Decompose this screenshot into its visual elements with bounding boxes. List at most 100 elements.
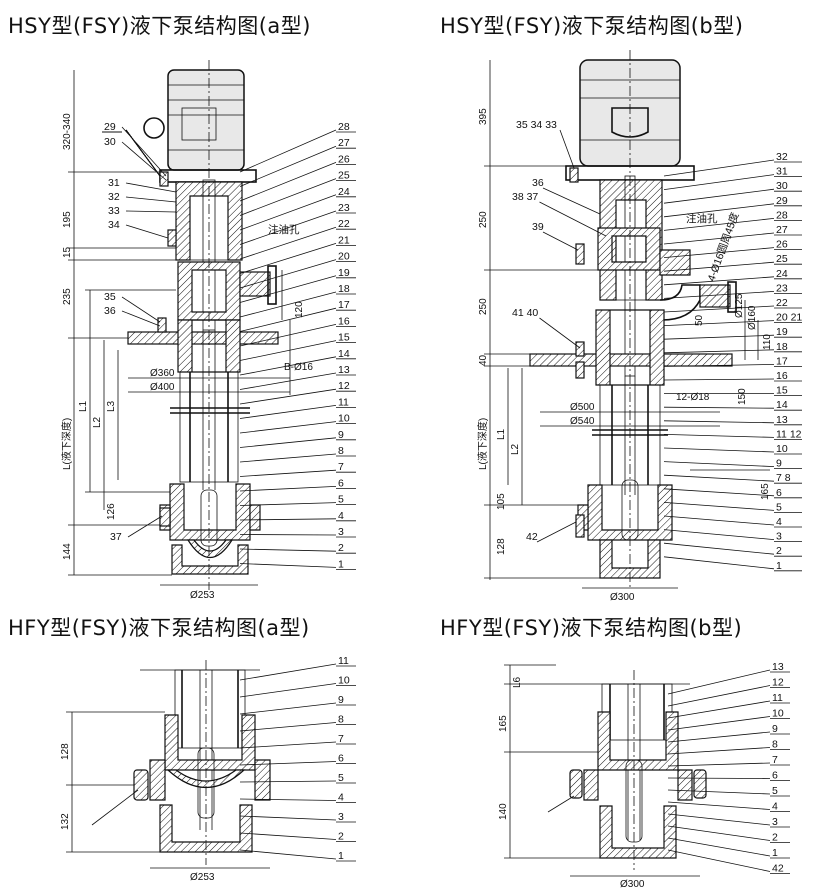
callout-leader-b1-left [559,129,575,169]
part-number-parts_b2-8: 5 [772,785,778,797]
part-number-parts_a1_right-13: 15 [338,332,350,344]
callout-leader [667,685,771,707]
callout-leader-a1-left [125,182,177,193]
dim-b1-L: L(液下深度) [476,418,489,470]
callout-leader [663,556,775,570]
callout-leader [663,542,775,555]
part-number-parts_a1_right-5: 23 [338,202,350,214]
part-number-parts_b1_right-19: 11 12 [776,428,802,440]
callout-leader [239,563,337,568]
dim-b1-300: Ø300 [610,592,635,603]
dim-b1-40: 40 [478,354,489,366]
part-number-parts_a1_right-18: 10 [338,413,350,425]
callout-leader [239,780,337,783]
callout-leader [663,188,775,204]
part-number-parts_b1_right-15: 16 [776,370,788,382]
dim-a1-253: Ø253 [190,590,215,601]
dim-b1-125: Ø125 [734,293,745,318]
callout-leader [663,349,775,354]
part-number-parts_a1_right-8: 20 [338,251,350,263]
part-number-parts_a2-5: 6 [338,753,344,765]
callout-leader-b1-left [542,231,579,251]
part-number-b1-left-1: 36 [532,177,544,189]
lifting-ring-a1 [143,117,165,139]
part-number-a1-left-8: 37 [110,531,122,543]
part-number-parts_b1_right-22: 7 8 [776,472,791,484]
part-number-a1-left-7: 36 [104,305,116,317]
pump-a2-drawing [133,660,271,865]
title-hfy-b: HFY型(FSY)液下泵结构图(b型) [440,616,743,640]
dim-a2-253: Ø253 [190,872,215,883]
callout-leader [667,669,771,695]
part-number-parts_b1_right-17: 14 [776,399,788,411]
part-number-parts_a2-7: 4 [338,792,344,804]
part-number-a1-left-4: 33 [108,205,120,217]
callout-leader-b1-left [542,187,601,215]
part-number-parts_b1_right-4: 28 [776,209,788,221]
part-number-parts_b1_right-18: 13 [776,414,788,426]
part-number-parts_a1_right-1: 27 [338,137,350,149]
callout-leader [239,502,337,506]
callout-leader [239,683,337,698]
callout-leader [667,813,771,826]
dim-a1-126: 126 [106,503,117,520]
dimensions-a2: 128 132 Ø253 [60,711,270,883]
note-oil-hole-b: 注油孔 [686,212,718,225]
part-number-parts_a1_right-7: 21 [338,234,350,246]
part-number-parts_a2-4: 7 [338,733,344,745]
part-number-parts_a1_right-27: 1 [338,558,344,570]
callout-leader [663,305,775,313]
callout-leader [663,261,775,272]
part-number-parts_b1_right-8: 24 [776,268,788,280]
part-number-parts_b1_right-2: 30 [776,180,788,192]
callout-leader [239,849,337,860]
dimensions-a1: 320-340 195 15 235 L(液下深度) 144 L1 L2 L3 … [60,70,313,601]
callout-leader [667,700,771,719]
callout-leader-a1-left [121,126,167,177]
callout-leader [663,203,775,218]
dim-a1-L2: L2 [92,416,103,428]
callout-leader [663,515,775,526]
callout-leader [239,702,337,715]
dim-a1-L3: L3 [106,400,117,412]
callout-leader [663,159,775,177]
dim-a1-195: 195 [62,211,73,228]
callout-leader [239,243,337,274]
part-number-b1-left-2: 38 37 [512,191,538,203]
callout-leader [239,145,337,187]
callout-leader [239,259,337,289]
part-number-a1-left-3: 32 [108,191,120,203]
part-number-parts_a1_right-26: 2 [338,542,344,554]
callout-leader [667,789,771,795]
part-number-parts_a1_right-3: 25 [338,170,350,182]
dim-a1-400: Ø400 [150,382,175,393]
callout-leader [239,307,337,332]
callout-leader [239,832,337,840]
dim-b1-12: 12-Ø18 [676,392,710,403]
part-number-parts_a1_right-12: 16 [338,315,350,327]
dim-a1-120: 120 [294,301,305,318]
part-number-parts_a1_right-14: 14 [338,348,350,360]
callout-leader [239,291,337,318]
callout-leader [663,334,775,340]
callout-leader [239,226,337,260]
callout-leader [663,488,775,497]
callout-leader [663,232,775,245]
dim-a1-b16: B-Ø16 [284,362,313,373]
part-number-parts_a1_right-9: 19 [338,267,350,279]
callout-leader [663,218,775,231]
dim-a2-128: 128 [60,743,71,760]
part-number-b1-left-3: 39 [532,221,544,233]
part-number-parts_a2-8: 3 [338,811,344,823]
callout-leader [239,548,337,552]
title-hfy-a: HFY型(FSY)液下泵结构图(a型) [8,616,310,640]
part-number-parts_b2-10: 3 [772,816,778,828]
part-number-a1-left-0: 29 [104,121,116,133]
part-number-parts_b1_right-14: 17 [776,355,788,367]
part-number-parts_b2-9: 4 [772,801,778,813]
dim-b1-160: Ø160 [747,305,758,330]
dim-b2-165: 165 [498,715,509,732]
part-number-parts_a1_right-23: 5 [338,494,344,506]
part-number-parts_a1_right-10: 18 [338,283,350,295]
callout-leader [239,722,337,732]
